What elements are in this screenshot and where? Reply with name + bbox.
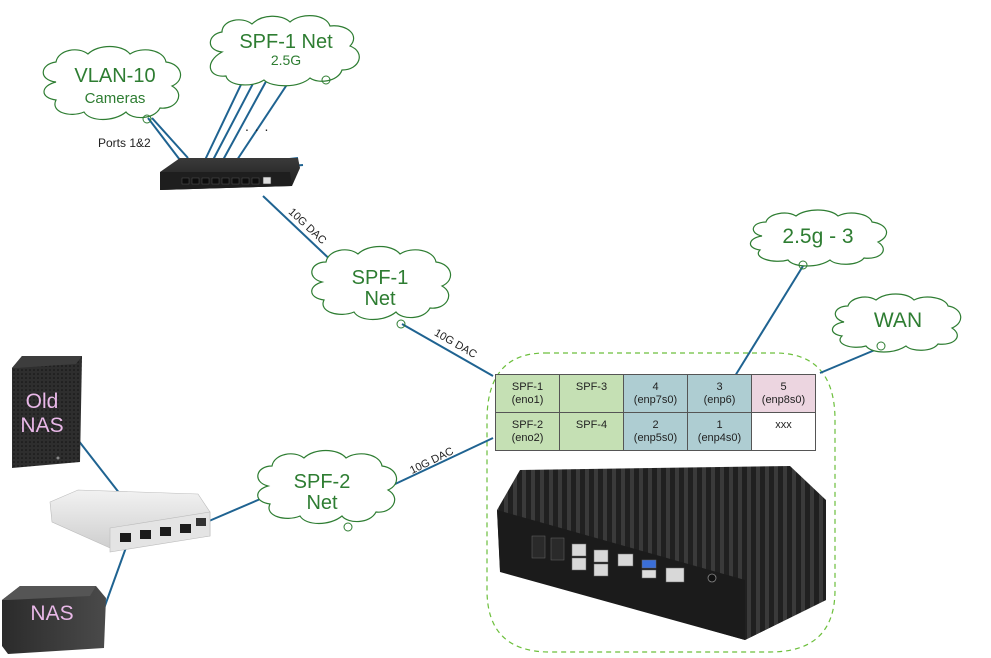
link-spf2-to-router [392,437,494,486]
port-cell: SPF-2(eno2) [495,412,560,451]
ellipsis-note: . . . [245,118,270,134]
router-mini-pc-device [497,466,826,640]
cloud-spf1-net-line2: Net [364,288,396,310]
port-interface: (enp4s0) [697,431,742,444]
cloud-vlan10-title: VLAN-10 [74,65,156,87]
cloud-spf2-net [257,449,398,525]
cloud-label-25g-3: 2.5g - 3 [768,225,868,248]
connector-ring [321,75,331,85]
router-group-outline [486,352,836,653]
connector-ring [343,522,353,532]
link-spf1-25g-a [204,71,248,161]
port-cell: SPF-4 [559,412,624,451]
port-cell: 4(enp7s0) [623,374,688,413]
mini-sfp-switch-device [49,489,211,553]
port-name: 4 [652,380,659,393]
port-interface: (eno1) [511,393,544,406]
port-name: 1 [716,418,723,431]
link-spf1-to-router [401,323,494,377]
cloud-label-spf2-net: SPF-2 Net [272,472,372,514]
link-spf1-25g-b [212,73,259,161]
port-interface: (enp8s0) [761,393,806,406]
port-interface: (enp5s0) [633,431,678,444]
link-spf1-25g-c [222,75,270,161]
port-cell: 2(enp5s0) [623,412,688,451]
cloud-vlan10 [42,45,182,121]
port-name: 5 [780,380,787,393]
cloud-label-spf1-25g: SPF-1 Net 2.5G [236,32,336,68]
old-nas-label-line2: NAS [20,414,64,438]
link-vlan10-port1 [147,117,181,161]
port-interface: (enp7s0) [633,393,678,406]
nas-device [2,586,106,654]
old-nas-label-line1: Old [25,390,59,413]
connector-ring [396,319,406,329]
cloud-label-wan: WAN [848,309,948,332]
cloud-wan-title: WAN [873,309,923,332]
connector-ring [142,114,152,124]
cloud-wan [831,293,962,353]
sfp-switch-device [160,158,300,190]
port-cell: SPF-1(eno1) [495,374,560,413]
link-25g3-to-router [734,265,804,377]
ports-note: Ports 1&2 [98,136,151,150]
port-cell: 1(enp4s0) [687,412,752,451]
port-cell: xxx [751,412,816,451]
cloud-spf1-net [311,245,452,321]
old-nas-label: Old NAS [14,390,70,438]
cloud-spf1-25g [209,15,360,87]
cloud-spf2-net-line1: SPF-2 [293,471,351,493]
port-name: 2 [652,418,659,431]
link-vlan10-port2 [151,117,189,159]
port-name: SPF-3 [575,381,608,393]
cloud-spf1-25g-speed: 2.5G [270,52,302,68]
cloud-spf1-net-line1: SPF-1 [351,267,409,289]
cloud-spf2-net-line2: Net [306,492,338,514]
port-cell: SPF-3 [559,374,624,413]
link-spf1-25g-d [236,79,291,161]
cloud-spf1-25g-title: SPF-1 Net [239,31,333,53]
port-name: 3 [716,380,723,393]
cloud-label-spf1-net: SPF-1 Net [330,268,430,310]
port-cell: 5(enp8s0) [751,374,816,413]
port-name: SPF-2 [511,418,544,431]
link-spf2-to-miniswitch [201,496,266,525]
link-wan-to-router [819,346,883,374]
port-name: xxx [775,419,792,431]
connector-ring [798,260,808,270]
port-interface: (enp6) [703,393,736,406]
cloud-25g-3-title: 2.5g - 3 [782,225,854,248]
port-name: SPF-1 [511,380,544,393]
cloud-25g-3 [749,209,888,267]
port-cell: 3(enp6) [687,374,752,413]
links [77,71,883,626]
cloud-vlan10-subtitle: Cameras [84,90,146,107]
port-name: SPF-4 [575,419,608,431]
port-interface: (eno2) [511,431,544,444]
link-switch-to-spf1 [262,195,339,268]
nas-label: NAS [30,602,74,625]
cloud-label-vlan10: VLAN-10 Cameras [60,66,170,107]
old-nas-device [12,356,82,468]
connector-ring [876,341,886,351]
